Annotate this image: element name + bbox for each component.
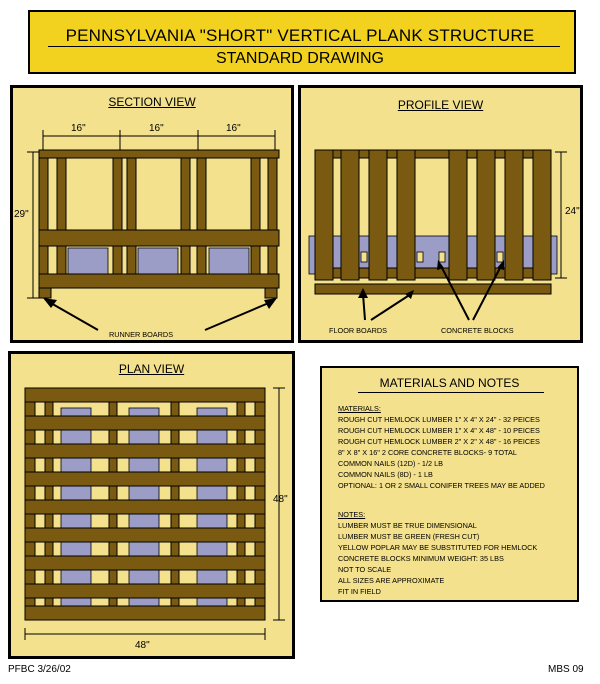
section-view-drawing <box>27 130 280 331</box>
footer-left-code: PFBC 3/26/02 <box>8 664 71 675</box>
section-dim-1: 16" <box>71 123 86 134</box>
note-item: CONCRETE BLOCKS MINIMUM WEIGHT: 35 LBS <box>338 554 504 563</box>
concrete-blocks-label: CONCRETE BLOCKS <box>441 326 514 335</box>
material-item: COMMON NAILS (12D) - 1/2 LB <box>338 459 444 468</box>
materials-notes-panel: MATERIALS AND NOTES MATERIALS: ROUGH CUT… <box>320 366 579 602</box>
material-item: COMMON NAILS (8D) - 1 LB <box>338 470 433 479</box>
note-item: LUMBER MUST BE TRUE DIMENSIONAL <box>338 521 477 530</box>
plan-view-drawing <box>24 387 285 640</box>
section-dim-3: 16" <box>226 123 241 134</box>
note-item: ALL SIZES ARE APPROXIMATE <box>338 576 445 585</box>
profile-view-panel: PROFILE VIEW <box>298 85 583 343</box>
note-item: NOT TO SCALE <box>338 565 392 574</box>
section-view-panel: SECTION VIEW <box>10 85 294 343</box>
note-item: FIT IN FIELD <box>338 587 381 596</box>
plan-dim-width: 48" <box>135 640 150 651</box>
floor-boards-label: FLOOR BOARDS <box>329 326 387 335</box>
drawing-title: PENNSYLVANIA "SHORT" VERTICAL PLANK STRU… <box>65 26 535 45</box>
plan-view-title: PLAN VIEW <box>118 362 185 376</box>
material-item: OPTIONAL: 1 OR 2 SMALL CONIFER TREES MAY… <box>338 481 545 490</box>
runner-boards-label: RUNNER BOARDS <box>109 330 174 339</box>
material-item: ROUGH CUT HEMLOCK LUMBER 1" X 4" X 48" -… <box>338 426 540 435</box>
note-item: LUMBER MUST BE GREEN (FRESH CUT) <box>338 532 480 541</box>
profile-view-title: PROFILE VIEW <box>397 98 484 112</box>
section-view-title: SECTION VIEW <box>108 95 196 109</box>
profile-dim-height: 24" <box>565 206 580 217</box>
title-banner: PENNSYLVANIA "SHORT" VERTICAL PLANK STRU… <box>28 10 576 74</box>
note-item: YELLOW POPLAR MAY BE SUBSTITUTED FOR HEM… <box>338 543 538 552</box>
materials-title-underline <box>358 392 544 393</box>
materials-heading: MATERIALS: <box>338 404 381 413</box>
drawing-subtitle: STANDARD DRAWING <box>216 50 384 67</box>
material-item: 8" X 8" X 16" 2 CORE CONCRETE BLOCKS- 9 … <box>338 448 517 457</box>
plan-view-panel: PLAN VIEW <box>8 351 295 659</box>
materials-notes-title: MATERIALS AND NOTES <box>379 376 520 390</box>
section-dim-height: 29" <box>14 209 29 220</box>
title-underline <box>48 46 560 47</box>
footer-right-code: MBS 09 <box>548 664 584 675</box>
material-item: ROUGH CUT HEMLOCK LUMBER 1" X 4" X 24" -… <box>338 415 540 424</box>
notes-heading: NOTES: <box>338 510 366 519</box>
plan-dim-height: 48" <box>273 494 288 505</box>
material-item: ROUGH CUT HEMLOCK LUMBER 2" X 2" X 48" -… <box>338 437 540 446</box>
profile-view-drawing <box>308 149 567 321</box>
section-dim-2: 16" <box>149 123 164 134</box>
